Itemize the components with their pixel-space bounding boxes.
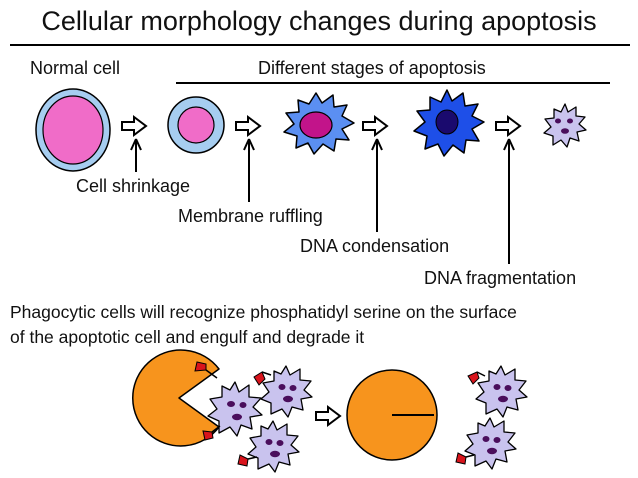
stages-header-label: Different stages of apoptosis (258, 58, 486, 78)
normal-cell-label: Normal cell (30, 58, 121, 78)
dna-fragmentation-label: DNA fragmentation (424, 268, 577, 288)
engulf-arrow (315, 406, 341, 426)
cell-shrinkage-label: Cell shrinkage (76, 176, 191, 196)
fragmented-cell (543, 103, 587, 148)
apoptotic-body-e (464, 417, 517, 470)
page-title: Cellular morphology changes during apopt… (41, 6, 597, 36)
ps-flag-4 (237, 454, 258, 467)
ps-flag-2 (202, 425, 221, 441)
apoptotic-body-a (207, 381, 263, 437)
shrunken-cell (167, 96, 225, 154)
apoptotic-body-c (247, 420, 300, 473)
stages-underline (176, 82, 610, 84)
apoptotic-body-d (475, 365, 528, 418)
phagocyte-engulfed (346, 369, 438, 461)
ruffled-cell (283, 92, 355, 155)
description-line-1: Phagocytic cells will recognize phosphat… (10, 302, 517, 322)
normal-cell (35, 88, 111, 172)
condensed-cell (413, 89, 485, 157)
membrane-ruffling-label: Membrane ruffling (178, 206, 323, 226)
process-arrow-2 (235, 116, 261, 136)
ps-flag-6 (455, 452, 475, 465)
process-arrow-1 (121, 116, 147, 136)
ps-flag-1 (194, 361, 218, 379)
process-arrow-3 (362, 116, 388, 136)
ps-flag-5 (467, 371, 486, 385)
title-divider (10, 44, 630, 46)
dna-condensation-label: DNA condensation (300, 236, 450, 256)
apoptotic-body-b (260, 365, 313, 418)
description-line-2: of the apoptotic cell and engulf and deg… (10, 327, 365, 347)
process-arrow-4 (495, 116, 521, 136)
phagocyte-engulfing (132, 349, 220, 447)
ps-flag-3 (253, 371, 272, 386)
